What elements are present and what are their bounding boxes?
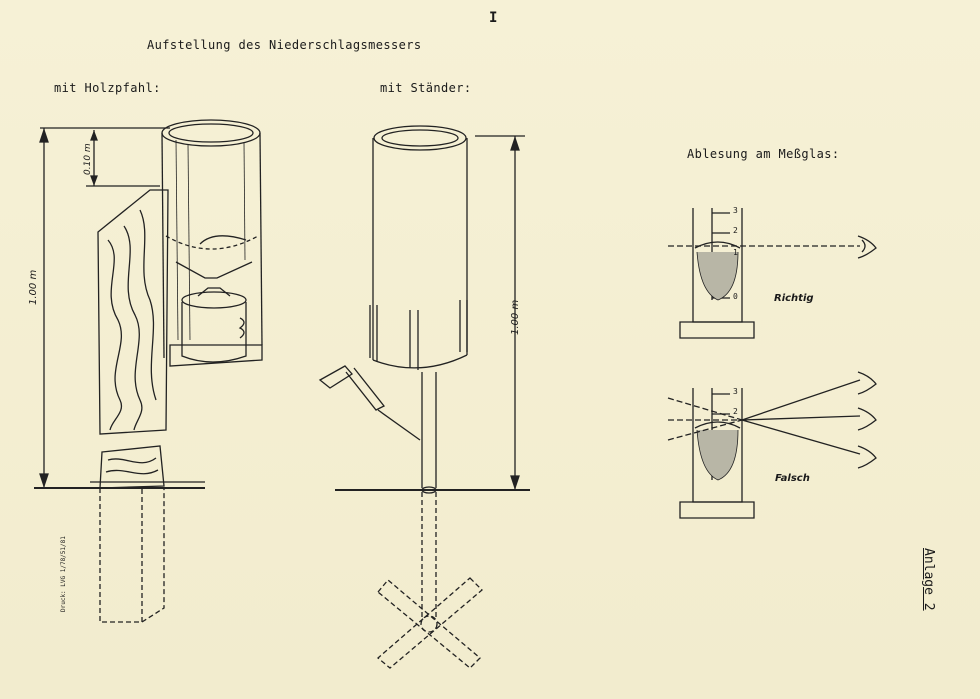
holzpfahl-height-label: 1.00 m: [28, 269, 39, 305]
scale-tick-2-bottom: 2: [733, 407, 739, 416]
staender-figure: [318, 125, 530, 669]
staender-label: mit Ständer:: [380, 81, 472, 95]
holzpfahl-top-label: 0.10 m: [83, 143, 93, 175]
scale-tick-0-top: 0: [733, 292, 739, 301]
ablesung-label: Ablesung am Meßglas:: [687, 147, 840, 161]
print-note: Druck: LVG 1/78/51/81: [60, 536, 67, 612]
holzpfahl-figure: [34, 119, 263, 623]
page-number: I: [489, 10, 498, 26]
page-title: Aufstellung des Niederschlagsmessers: [147, 38, 422, 52]
staender-height-label: 1.00 m: [510, 299, 521, 335]
annex-label: Anlage 2: [921, 548, 936, 611]
scale-tick-3-bottom: 3: [733, 387, 739, 396]
scale-tick-2-top: 2: [733, 226, 739, 235]
falsch-label: Falsch: [775, 473, 810, 484]
ablesung-falsch: [667, 371, 877, 519]
scale-tick-3-top: 3: [733, 206, 739, 215]
holzpfahl-label: mit Holzpfahl:: [54, 81, 161, 95]
ablesung-richtig: [668, 208, 877, 339]
scale-tick-1-top: 1: [733, 248, 739, 257]
richtig-label: Richtig: [774, 293, 814, 304]
